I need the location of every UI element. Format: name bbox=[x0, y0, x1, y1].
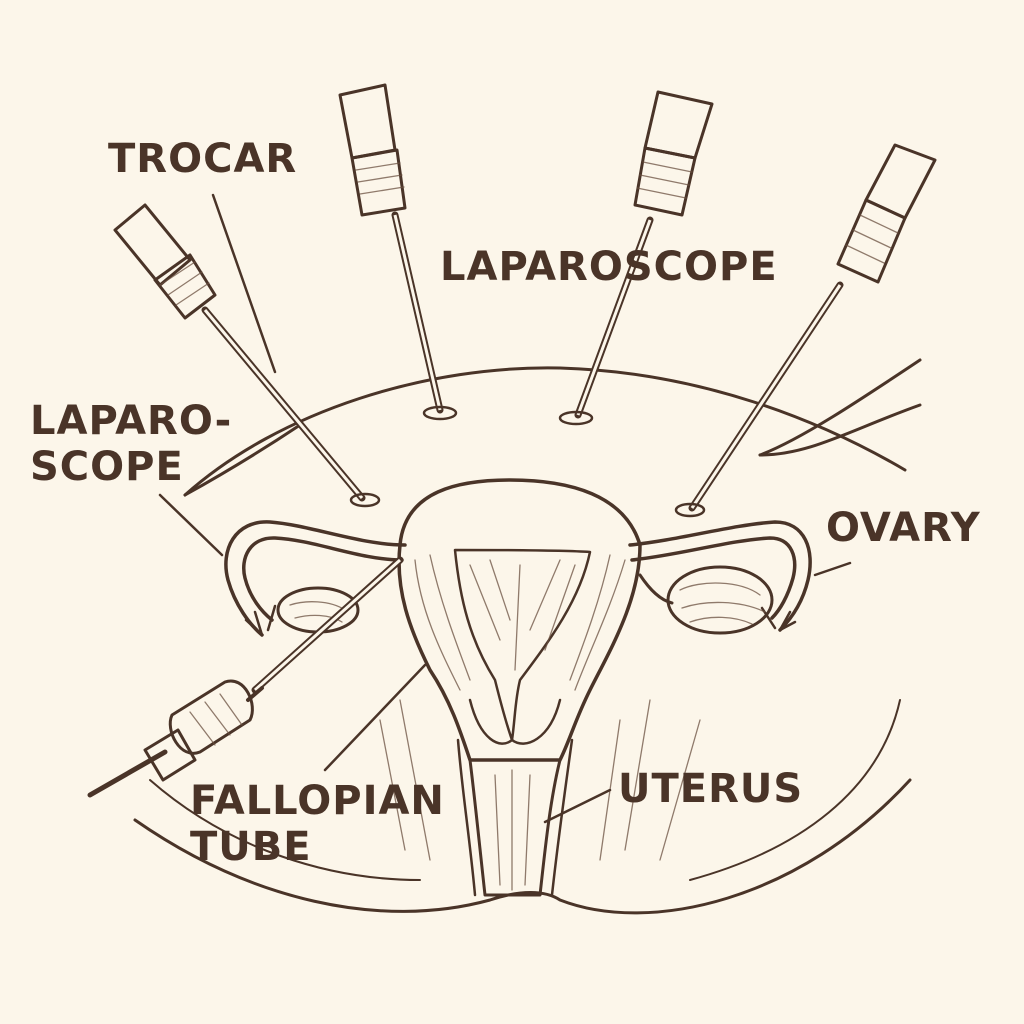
cervical-canal bbox=[456, 738, 574, 897]
left-fallopian-tube bbox=[224, 520, 407, 637]
leader-lines bbox=[158, 193, 852, 824]
right-ovary-texture bbox=[679, 582, 766, 625]
laparoscope-left-label: LAPARO- SCOPE bbox=[30, 398, 232, 490]
trocar-instrument-2 bbox=[338, 83, 458, 421]
trocar-instrument-1 bbox=[113, 203, 381, 508]
pelvic-floor bbox=[133, 699, 912, 915]
laparoscope-left-line2: SCOPE bbox=[30, 444, 184, 490]
trocar-leader bbox=[211, 193, 277, 374]
uterus-label: UTERUS bbox=[618, 766, 804, 812]
trocar-label: TROCAR bbox=[108, 136, 298, 182]
trocar-instrument-4 bbox=[674, 143, 937, 518]
laparoscope-left-leader bbox=[158, 493, 224, 557]
fallopian-tube-label: FALLOPIAN TUBE bbox=[190, 778, 445, 870]
laparoscope-lower-left bbox=[87, 556, 404, 798]
trocar-instrument-3 bbox=[558, 90, 714, 426]
uterus bbox=[397, 478, 642, 762]
abdominal-wall bbox=[183, 358, 922, 497]
left-ovary-texture bbox=[289, 601, 346, 623]
fallopian-tube-leader bbox=[323, 663, 427, 772]
laparoscope-top-label: LAPAROSCOPE bbox=[440, 244, 778, 290]
ovary-label: OVARY bbox=[826, 505, 981, 551]
ovary-leader bbox=[813, 561, 852, 577]
uterus-leader bbox=[543, 788, 612, 824]
right-ovary bbox=[666, 565, 774, 635]
fallopian-tube-line1: FALLOPIAN bbox=[190, 778, 445, 824]
fallopian-tube-line2: TUBE bbox=[190, 824, 312, 870]
laparoscope-left-line1: LAPARO- bbox=[30, 398, 233, 444]
